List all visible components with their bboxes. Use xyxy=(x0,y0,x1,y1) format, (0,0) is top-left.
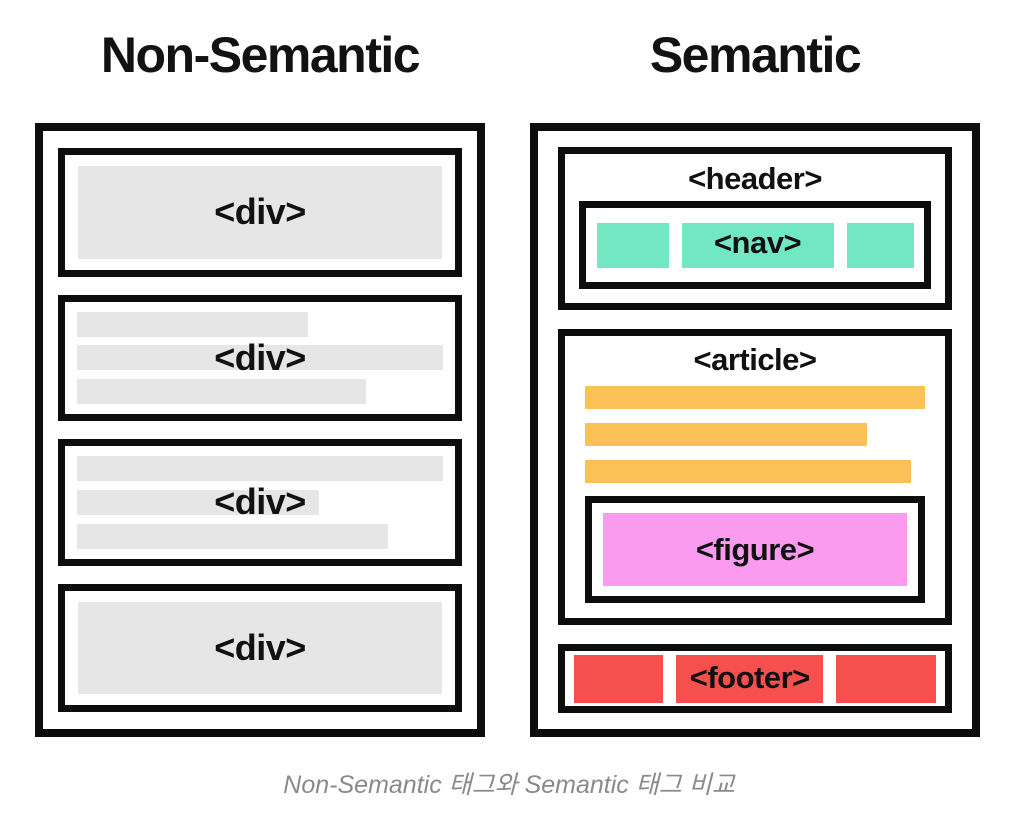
div-box-2: <div> xyxy=(58,294,462,421)
div-content-block: <div> xyxy=(78,601,442,694)
header-box: <header> <nav> xyxy=(558,147,952,310)
div-box-4: <div> xyxy=(58,583,462,712)
footer-tag-label: <footer> xyxy=(689,660,811,696)
footer-box: <footer> xyxy=(558,644,952,713)
figure-tag-label: <figure> xyxy=(695,531,815,567)
semantic-title: Semantic xyxy=(649,27,862,83)
text-line-placeholder xyxy=(585,460,912,484)
div-box-1: <div> xyxy=(58,148,462,277)
non-semantic-column: Non-Semantic <div> <div> <div> xyxy=(35,0,485,760)
text-line-placeholder xyxy=(77,379,367,404)
figure-box: <figure> xyxy=(585,496,925,603)
text-line-placeholder xyxy=(585,386,925,410)
semantic-column: Semantic <header> <nav> <article> xyxy=(530,0,980,760)
nav-tag-label: <nav> xyxy=(713,224,802,260)
div-tag-label: <div> xyxy=(214,626,306,668)
div-box-3: <div> xyxy=(58,439,462,566)
semantic-page-box: <header> <nav> <article> <figure> xyxy=(530,123,980,737)
text-line-placeholder xyxy=(77,523,389,549)
text-line-placeholder xyxy=(77,345,443,371)
header-tag-label: <header> xyxy=(688,161,822,196)
text-line-placeholder xyxy=(77,456,443,481)
footer-item-block: <footer> xyxy=(676,654,824,703)
div-tag-label: <div> xyxy=(214,481,306,523)
div-tag-label: <div> xyxy=(214,191,306,233)
footer-item-block xyxy=(574,654,664,703)
non-semantic-title: Non-Semantic xyxy=(100,27,421,83)
text-line-placeholder xyxy=(585,423,868,447)
nav-item-block xyxy=(596,222,669,268)
nav-item-block: <nav> xyxy=(681,222,834,268)
article-box: <article> <figure> xyxy=(558,329,952,625)
text-line-placeholder xyxy=(77,311,308,337)
text-line-placeholder xyxy=(77,489,319,515)
figure-content-block: <figure> xyxy=(603,513,907,586)
div-tag-label: <div> xyxy=(214,336,306,378)
diagram-caption: Non-Semantic 태그와 Semantic 태그 비교 xyxy=(283,771,735,799)
nav-box: <nav> xyxy=(579,201,931,289)
article-tag-label: <article> xyxy=(693,342,817,377)
footer-item-block xyxy=(836,654,937,703)
nav-item-block xyxy=(846,222,914,268)
div-content-block: <div> xyxy=(78,166,442,259)
non-semantic-page-box: <div> <div> <div> <div> xyxy=(35,123,485,737)
